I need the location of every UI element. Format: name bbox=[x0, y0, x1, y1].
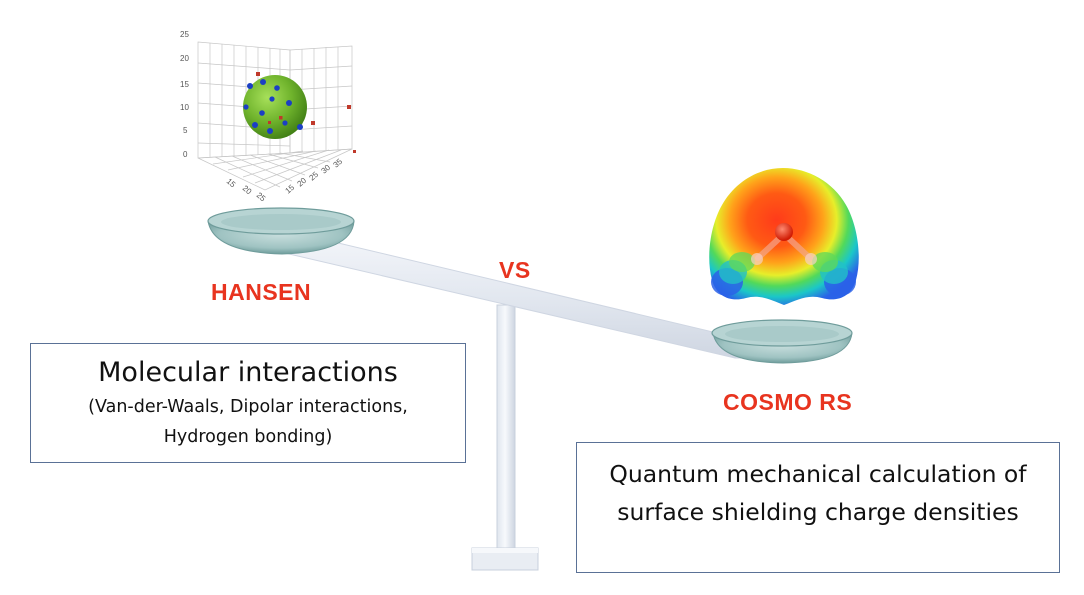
right-pan bbox=[711, 319, 853, 364]
y-tick-label: 30 bbox=[320, 163, 333, 176]
z-tick-label: 15 bbox=[180, 80, 189, 89]
oxygen-atom bbox=[775, 223, 793, 241]
hansen-label: HANSEN bbox=[211, 279, 312, 305]
balance-beam bbox=[271, 231, 773, 359]
x-tick-label: 25 bbox=[255, 191, 268, 204]
cosmo-rs-label: COSMO RS bbox=[723, 389, 853, 415]
hansen-sphere-plot-icon: 25 20 15 10 5 0 15 20 25 15 20 25 30 35 bbox=[180, 30, 356, 204]
cosmo-sigma-surface-icon bbox=[709, 168, 859, 305]
z-tick-label: 5 bbox=[183, 126, 188, 135]
y-tick-label: 20 bbox=[296, 176, 309, 189]
balance-post bbox=[496, 304, 516, 554]
z-tick-label: 10 bbox=[180, 103, 189, 112]
y-tick-label: 15 bbox=[284, 183, 297, 196]
z-tick-label: 20 bbox=[180, 54, 189, 63]
z-tick-label: 0 bbox=[183, 150, 188, 159]
hansen-box-title: Molecular interactions bbox=[98, 357, 398, 388]
hansen-box-subtitle-line1: (Van-der-Waals, Dipolar interactions, bbox=[88, 397, 408, 417]
vs-label: VS bbox=[499, 257, 531, 283]
cosmo-box-description: Quantum mechanical calculation of surfac… bbox=[609, 460, 1027, 526]
hansen-solubility-sphere bbox=[243, 75, 307, 139]
y-tick-label: 25 bbox=[308, 170, 321, 183]
x-tick-label: 20 bbox=[241, 184, 254, 197]
y-tick-label: 35 bbox=[332, 157, 345, 170]
cosmo-description-box: Quantum mechanical calculation of surfac… bbox=[576, 442, 1060, 573]
x-tick-label: 15 bbox=[225, 177, 238, 190]
hansen-description-box: Molecular interactions (Van-der-Waals, D… bbox=[30, 343, 466, 463]
balance-base-top bbox=[472, 548, 538, 553]
left-pan bbox=[207, 207, 355, 255]
z-tick-label: 25 bbox=[180, 30, 189, 39]
hansen-box-subtitle-line2: Hydrogen bonding) bbox=[163, 427, 333, 447]
